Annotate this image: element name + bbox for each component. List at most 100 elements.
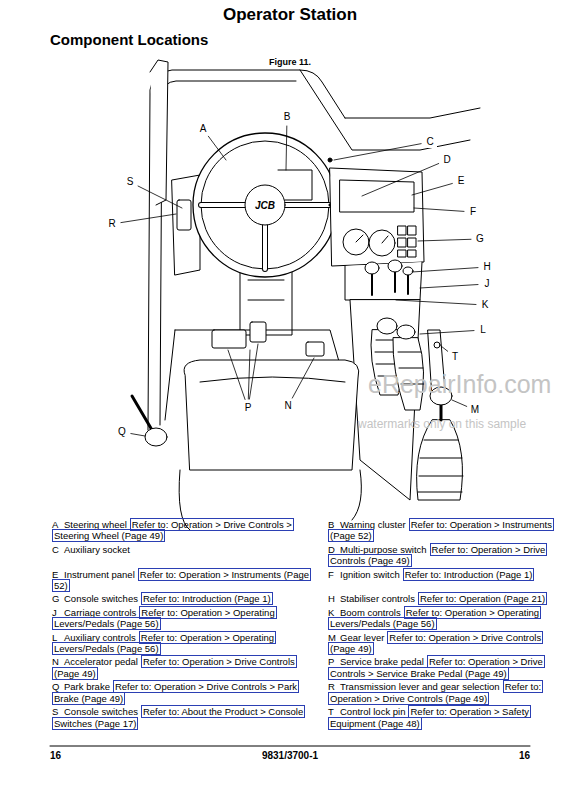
seat-seam — [200, 377, 345, 382]
levers — [365, 260, 413, 295]
page-reference: Refer to: Introduction (Page 1) — [141, 592, 273, 605]
part-name: Auxiliary socket — [64, 544, 130, 555]
part-name: Park brake — [64, 681, 110, 692]
window-strip — [150, 60, 168, 205]
key-letter: C — [52, 544, 64, 555]
leader-line — [286, 126, 288, 170]
key-entry: QPark brakeRefer to: Operation > Drive C… — [52, 681, 314, 704]
leader-line — [138, 186, 182, 208]
leader-line — [412, 183, 452, 195]
key-entry: CAuxiliary socket — [52, 544, 314, 555]
key-letter: Q — [52, 681, 64, 692]
key-entry: EInstrument panelRefer to: Operation > I… — [52, 569, 314, 592]
key-letter: G — [52, 593, 64, 604]
key-entry: RTransmission lever and gear selectionRe… — [328, 681, 564, 704]
key-letter: K — [328, 607, 340, 618]
key-entry: DMulti-purpose switchRefer to: Operation… — [328, 544, 564, 567]
callout-letter: C — [423, 136, 437, 148]
part-name: Service brake pedal — [340, 656, 424, 667]
callout-letter: K — [478, 299, 492, 311]
accelerator-pedal — [306, 342, 324, 356]
key-entry: HStabiliser controlsRefer to: Operation … — [328, 593, 564, 604]
gauge-needle — [356, 235, 388, 243]
leader-line — [396, 300, 476, 304]
callout-letter: L — [476, 324, 490, 336]
instrument-panel — [340, 180, 414, 212]
part-name: Auxiliary controls — [64, 632, 136, 643]
roof-edge — [345, 108, 480, 118]
leader-line — [121, 214, 176, 223]
key-entry: PService brake pedalRefer to: Operation … — [328, 656, 564, 679]
leader-line — [131, 434, 145, 436]
socket — [328, 158, 332, 162]
watermark: watermarks only on this sample — [358, 417, 526, 431]
callout-letter: E — [454, 175, 468, 187]
part-name: Gear lever — [340, 632, 384, 643]
leader-line — [228, 350, 245, 399]
footer-rule — [50, 746, 530, 747]
page-reference: Refer to: Introduction (Page 1) — [403, 568, 535, 581]
key-entry: ASteering wheelRefer to: Operation > Dri… — [52, 519, 314, 542]
key-letter: S — [52, 706, 64, 717]
part-name: Console switches — [64, 706, 138, 717]
brake-pedal — [212, 330, 246, 348]
leader-line — [208, 136, 226, 160]
key-letter: N — [52, 656, 64, 667]
dashboard — [330, 168, 424, 266]
callout-letter: F — [466, 206, 480, 218]
key-entry: GConsole switchesRefer to: Introduction … — [52, 593, 314, 604]
gear-lever — [417, 387, 463, 500]
key-entry: FIgnition switchRefer to: Introduction (… — [328, 569, 564, 580]
leader-line — [418, 239, 471, 241]
lever-console — [345, 262, 422, 300]
key-entry: NAccelerator pedalRefer to: Operation > … — [52, 656, 314, 679]
callout-letter: J — [480, 278, 494, 290]
part-name: Steering wheel — [64, 519, 127, 530]
leader-line — [334, 144, 421, 160]
part-name: Multi-purpose switch — [340, 544, 427, 555]
key-entry: JCarriage controlsRefer to: Operation > … — [52, 607, 314, 630]
leader-line — [249, 344, 258, 399]
key-letter: L — [52, 632, 64, 643]
steering-wheel — [193, 133, 337, 277]
callout-letter: D — [440, 154, 454, 166]
key-letter: P — [328, 656, 340, 667]
leader-line — [420, 285, 478, 288]
section-heading: Component Locations — [50, 31, 208, 48]
part-name: Accelerator pedal — [64, 656, 138, 667]
key-letter: A — [52, 519, 64, 530]
page-reference: Refer to: Operation (Page 21) — [418, 592, 547, 605]
key-letter: H — [328, 593, 340, 604]
page-number: 16 — [519, 750, 530, 761]
leader-line — [362, 164, 439, 196]
console-switch-block — [177, 200, 191, 230]
key-letter: T — [328, 706, 340, 717]
key-letter: E — [52, 569, 64, 580]
part-name: Transmission lever and gear selection — [340, 681, 500, 692]
callout-letter: T — [448, 351, 462, 363]
steering-wheel-inner — [201, 141, 329, 269]
key-letter: M — [328, 632, 340, 643]
part-name: Warning cluster — [340, 519, 406, 530]
key-letter: D — [328, 544, 340, 555]
brake-pedal — [250, 322, 266, 342]
park-brake-lever — [132, 396, 152, 430]
key-entry: MGear leverRefer to: Operation > Drive C… — [328, 632, 564, 655]
part-name: Boom controls — [340, 607, 401, 618]
page-title: Operator Station — [223, 5, 357, 25]
document-number: 9831/3700-1 — [262, 750, 318, 761]
part-name: Stabiliser controls — [340, 593, 415, 604]
lock-pin-head — [434, 342, 440, 348]
callout-letter: R — [105, 218, 119, 230]
column-detail — [248, 280, 284, 300]
hub-logo: JCB — [255, 200, 275, 211]
key-entry: LAuxiliary controlsRefer to: Operation >… — [52, 632, 314, 655]
key-entry: TControl lock pinRefer to: Operation > S… — [328, 706, 564, 729]
key-letter: J — [52, 607, 64, 618]
wheel-hub — [245, 185, 285, 225]
callout-letter: G — [473, 233, 487, 245]
callout-letter: B — [280, 111, 294, 123]
page-number: 16 — [50, 750, 61, 761]
leader-line — [412, 268, 478, 272]
